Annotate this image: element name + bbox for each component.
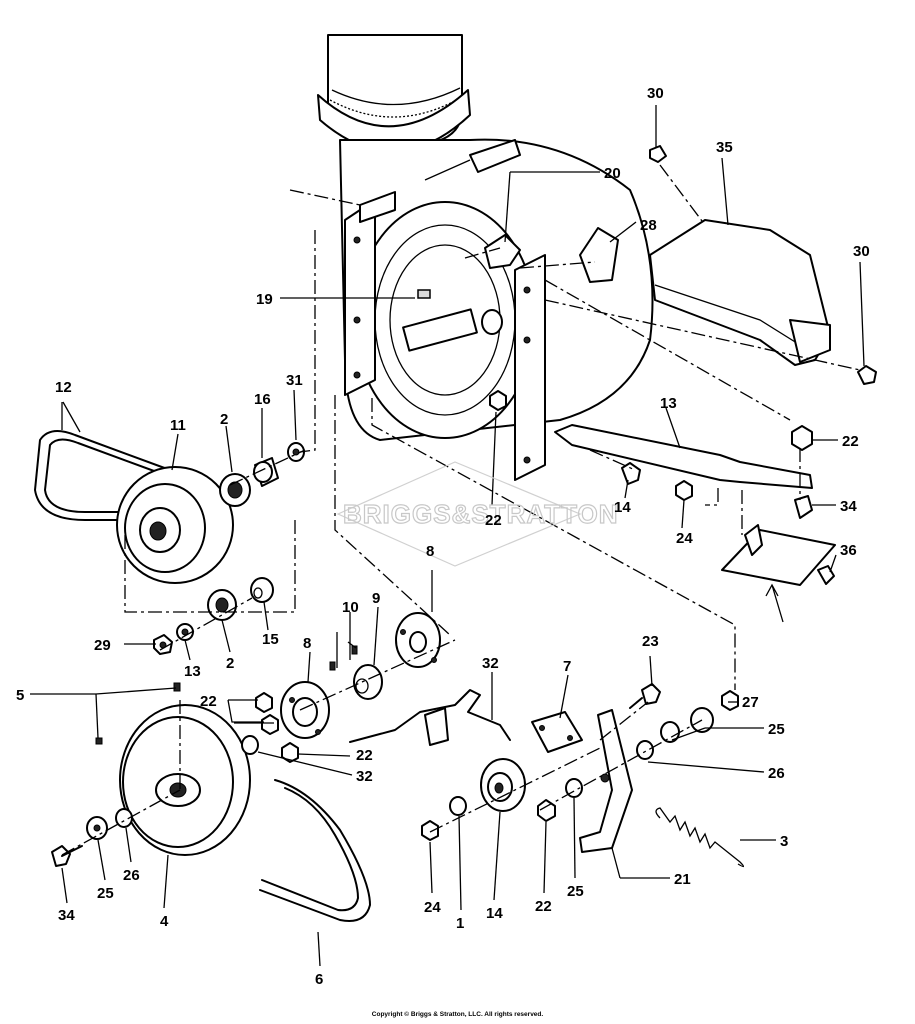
callout-26-right: 26	[768, 765, 785, 782]
watermark-text: BRIGGS&STRATTON	[343, 499, 618, 529]
callout-2-mid: 2	[226, 655, 234, 672]
callout-10: 10	[342, 599, 359, 616]
setscrews-5	[95, 682, 181, 745]
callout-27: 27	[742, 694, 759, 711]
callout-25-bottom: 25	[567, 883, 584, 900]
clamp-21	[484, 234, 521, 269]
callout-22-housing: 22	[485, 512, 502, 529]
spacer-18	[253, 457, 279, 487]
callout-29: 29	[94, 637, 111, 654]
callout-21: 20	[604, 165, 621, 182]
callout-35: 35	[716, 139, 733, 156]
callout-25-right: 25	[768, 721, 785, 738]
nut-27	[721, 690, 739, 711]
callout-8-plate: 8	[426, 543, 434, 560]
callout-24-bottom: 24	[424, 899, 441, 916]
callout-19: 21	[674, 871, 691, 888]
idler-12	[480, 758, 526, 812]
bushing-9	[353, 664, 383, 700]
callout-4: 4	[160, 913, 169, 930]
bracket-19	[579, 709, 633, 853]
spring-3	[655, 807, 745, 868]
washer-1	[449, 796, 467, 816]
callout-34-right: 34	[840, 498, 857, 515]
washer-25-left	[86, 816, 108, 840]
nut-22-housing	[489, 390, 507, 411]
callout-25-left: 25	[97, 885, 114, 902]
watermark: BRIGGS&STRATTON	[336, 461, 618, 567]
belt-6	[259, 779, 371, 922]
bolt-34-left	[51, 845, 83, 867]
callout-31: 31	[286, 372, 303, 389]
callout-22-hub-b: 22	[356, 747, 373, 764]
callout-30-right: 30	[853, 243, 870, 260]
leader-lines	[30, 105, 865, 967]
callout-17: 15	[262, 631, 279, 648]
callout-28: 28	[640, 217, 657, 234]
chute-assembly	[317, 34, 471, 153]
callout-12: 14	[486, 905, 503, 922]
callout-34-left: 34	[58, 907, 75, 924]
mount-bracket	[721, 524, 836, 586]
impeller-housing	[289, 138, 654, 481]
callout-1: 1	[456, 915, 464, 932]
nut-29	[153, 634, 173, 655]
hub-8	[280, 681, 330, 739]
pulley-4	[119, 704, 251, 856]
setscrews-10	[329, 645, 358, 671]
callout-15: 13	[660, 395, 677, 412]
callout-32: 32	[482, 655, 499, 672]
callout-26-left: 26	[123, 867, 140, 884]
callout-22-right: 22	[842, 433, 859, 450]
callout-8-hub: 8	[303, 635, 311, 652]
callout-14: 14	[614, 499, 631, 516]
hardware-right	[621, 425, 835, 585]
bolt-23	[629, 683, 661, 709]
callout-13: 13	[184, 663, 201, 680]
callout-24-right: 24	[676, 530, 693, 547]
callout-3: 3	[780, 833, 788, 850]
spacer-17	[250, 577, 274, 603]
hub-plate-8	[395, 612, 441, 668]
screw-30-right	[857, 365, 877, 385]
callout-30-top: 30	[647, 85, 664, 102]
callout-labels: 12 11 2 16 31 19 22 20 28 30 35 30 13 22…	[16, 85, 870, 988]
callout-36: 36	[840, 542, 857, 559]
washer-25-bottom	[565, 778, 583, 798]
rod-15	[554, 424, 813, 489]
washer-33	[241, 735, 259, 755]
callout-18: 16	[254, 391, 271, 408]
belt-cover	[649, 219, 831, 366]
pulley-11	[116, 466, 234, 584]
callout-22-bottom: 22	[535, 898, 552, 915]
plate-7	[531, 711, 583, 753]
callout-33: 32	[356, 768, 373, 785]
callout-11: 11	[170, 417, 186, 434]
callout-9: 9	[372, 590, 380, 607]
nuts-22-hub	[255, 692, 299, 763]
callout-6: 6	[315, 971, 323, 988]
callout-22-hub: 22	[200, 693, 217, 710]
nut-24-bottom	[421, 820, 439, 841]
callout-20: 19	[256, 291, 273, 308]
clamp-28	[579, 227, 619, 283]
callout-2-top: 2	[220, 411, 228, 428]
callout-7: 7	[563, 658, 571, 675]
nut-22-bottom	[537, 799, 556, 822]
spacer-26-left	[115, 808, 133, 828]
callout-5: 5	[16, 687, 24, 704]
callout-16: 12	[55, 379, 72, 396]
linkage-32	[349, 689, 511, 746]
bearing-2-top	[219, 473, 251, 507]
copyright-notice: Copyright © Briggs & Stratton, LLC. All …	[371, 1011, 544, 1018]
screw-30-top	[649, 145, 667, 163]
washers-25-26-right	[636, 707, 714, 760]
callout-23: 23	[642, 633, 659, 650]
